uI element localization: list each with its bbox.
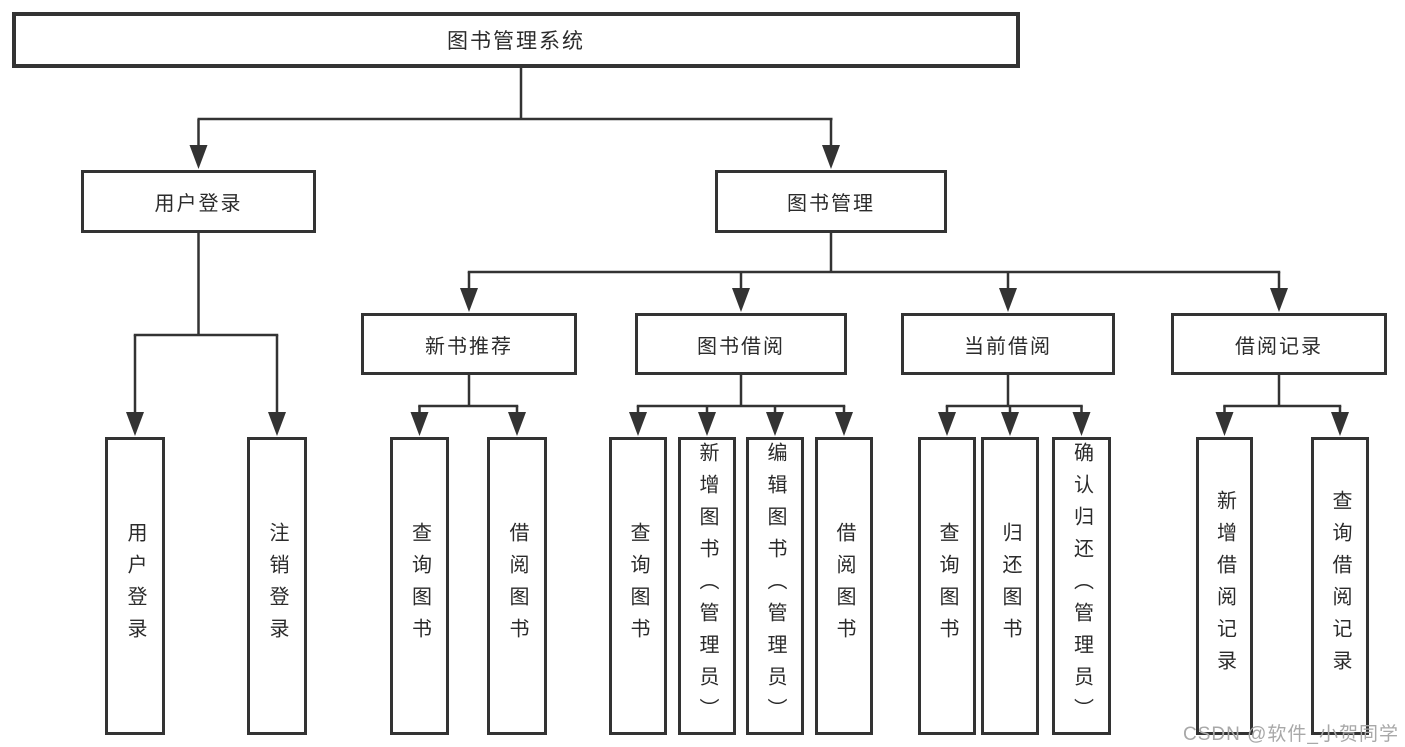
leaf-newbook-query-label: 查询图书 [408, 522, 431, 650]
leaf-user-login-label: 用户登录 [124, 522, 146, 650]
node-current-borrow-label: 当前借阅 [964, 335, 1052, 358]
node-user-login-label: 用户登录 [154, 193, 243, 215]
leaf-record-add-label: 新增借阅记录 [1213, 490, 1236, 682]
leaf-current-query: 查询图书 [918, 437, 976, 735]
node-user-login: 用户登录 [81, 170, 316, 233]
leaf-newbook-query: 查询图书 [390, 437, 449, 735]
node-root: 图书管理系统 [12, 12, 1020, 68]
node-new-book-recommend: 新书推荐 [361, 313, 577, 375]
leaf-logout-label: 注销登录 [266, 522, 288, 650]
leaf-borrow-edit-admin: 编辑图书（管理员） [746, 437, 804, 735]
leaf-record-query-label: 查询借阅记录 [1329, 490, 1351, 682]
node-book-borrow-label: 图书借阅 [697, 335, 785, 358]
node-book-management-label: 图书管理 [787, 193, 875, 215]
node-current-borrow: 当前借阅 [901, 313, 1115, 375]
leaf-borrow-borrow-label: 借阅图书 [833, 522, 855, 650]
leaf-borrow-edit-admin-label: 编辑图书（管理员） [764, 442, 786, 730]
leaf-user-login: 用户登录 [105, 437, 165, 735]
leaf-current-return: 归还图书 [981, 437, 1039, 735]
leaf-borrow-query: 查询图书 [609, 437, 667, 735]
arrowheads [126, 145, 1349, 436]
leaf-borrow-query-label: 查询图书 [627, 522, 649, 650]
leaf-newbook-borrow: 借阅图书 [487, 437, 547, 735]
node-root-label: 图书管理系统 [447, 30, 585, 53]
node-borrow-record-label: 借阅记录 [1235, 335, 1323, 358]
csdn-watermark: CSDN @软件_小贺同学 [1183, 724, 1399, 745]
leaf-current-confirm-admin-label: 确认归还（管理员） [1070, 442, 1093, 730]
node-new-book-recommend-label: 新书推荐 [425, 335, 513, 358]
leaf-current-return-label: 归还图书 [999, 522, 1021, 650]
node-book-borrow: 图书借阅 [635, 313, 847, 375]
node-book-management: 图书管理 [715, 170, 947, 233]
leaf-logout: 注销登录 [247, 437, 307, 735]
leaf-borrow-borrow: 借阅图书 [815, 437, 873, 735]
leaf-borrow-add-admin-label: 新增图书（管理员） [696, 442, 718, 730]
leaf-current-query-label: 查询图书 [936, 522, 958, 650]
leaf-record-query: 查询借阅记录 [1311, 437, 1369, 735]
leaf-current-confirm-admin: 确认归还（管理员） [1052, 437, 1111, 735]
leaf-newbook-borrow-label: 借阅图书 [506, 522, 528, 650]
leaf-borrow-add-admin: 新增图书（管理员） [678, 437, 736, 735]
node-borrow-record: 借阅记录 [1171, 313, 1387, 375]
leaf-record-add: 新增借阅记录 [1196, 437, 1253, 735]
